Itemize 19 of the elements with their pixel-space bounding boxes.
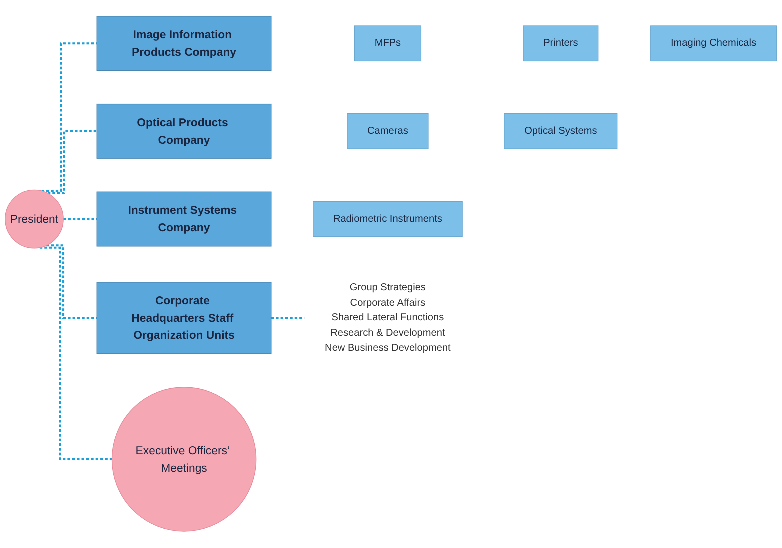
node-box: Optical Systems — [504, 114, 618, 150]
connector — [46, 244, 98, 320]
node-box: Cameras — [347, 114, 429, 150]
connector — [271, 317, 305, 320]
node-box: Corporate Headquarters Staff Organization Units — [96, 282, 272, 354]
node-box: Imaging Chemicals — [650, 26, 777, 62]
connector — [40, 246, 112, 460]
node-box: MFPs — [354, 26, 422, 62]
node-circle: Executive Officers’ Meetings — [112, 387, 257, 532]
node-box: Optical Products Company — [96, 104, 272, 159]
node-box: Image Information Products Company — [96, 16, 272, 72]
connector — [42, 42, 98, 192]
connector — [48, 130, 98, 194]
node-box: Radiometric Instruments — [313, 201, 463, 238]
connector — [64, 218, 98, 220]
node-circle: President — [5, 190, 64, 249]
node-text: Group Strategies Corporate Affairs Shared Lateral Functions Research & Development New Business Development — [325, 282, 451, 354]
node-box: Instrument Systems Company — [96, 192, 272, 247]
node-box: Printers — [523, 26, 599, 62]
